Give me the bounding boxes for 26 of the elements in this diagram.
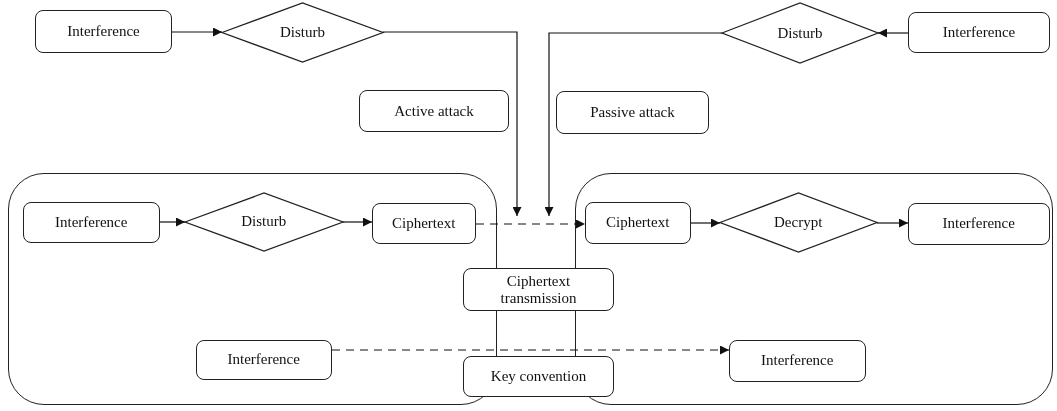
decision-diamond: Decrypt [719,192,877,252]
arrow [877,28,909,38]
arrow [159,217,186,227]
arrow [876,218,909,228]
arrow [544,32,723,217]
process-box: Interference [908,12,1050,53]
process-box: Active attack [359,90,509,132]
arrow [342,217,373,227]
process-box: Interference [35,10,172,53]
process-box: Key convention [463,356,614,397]
process-box: Ciphertext [371,202,476,244]
arrow [382,31,522,217]
process-box: Ciphertext [584,201,691,244]
arrow [690,218,721,228]
arrow [171,27,223,37]
process-box: Ciphertext transmission [463,268,614,311]
decision-diamond: Disturb [722,3,878,63]
process-box: Interference [907,202,1050,245]
arrow [331,345,730,355]
process-box: Interference [195,339,332,380]
process-box: Passive attack [556,91,709,134]
process-box: Interference [22,201,160,243]
process-box: Interference [728,339,866,382]
decision-diamond: Disturb [222,3,383,62]
arrow [475,219,586,229]
decision-diamond: Disturb [184,192,343,251]
